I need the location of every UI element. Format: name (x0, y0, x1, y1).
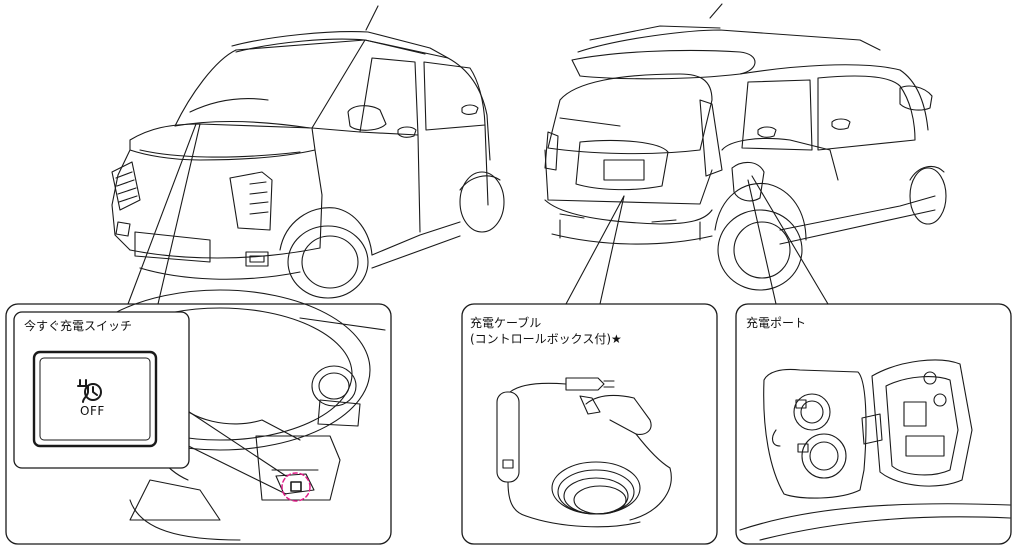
callout-lines (127, 123, 829, 305)
charge-port-illustration (739, 359, 1011, 541)
charge-switch-label: 今すぐ充電スイッチ (24, 319, 133, 333)
dashed-circle-highlight (281, 472, 311, 502)
charge-port-label: 充電ポート (746, 316, 807, 330)
charge-cable-illustration (496, 377, 672, 528)
plug-clock-icon (77, 379, 102, 403)
panel-charge-switch-frame (5, 303, 392, 545)
charge-cable-label-line1: 充電ケーブル (470, 316, 542, 330)
switch-off-label: OFF (80, 404, 105, 418)
front-car-illustration (111, 5, 505, 299)
panel-charge-port-frame (735, 303, 1012, 545)
rear-car-illustration (544, 3, 947, 291)
charge-cable-label-line2: (コントロールボックス付)★ (470, 332, 622, 346)
panel-charge-cable-frame (461, 303, 718, 545)
